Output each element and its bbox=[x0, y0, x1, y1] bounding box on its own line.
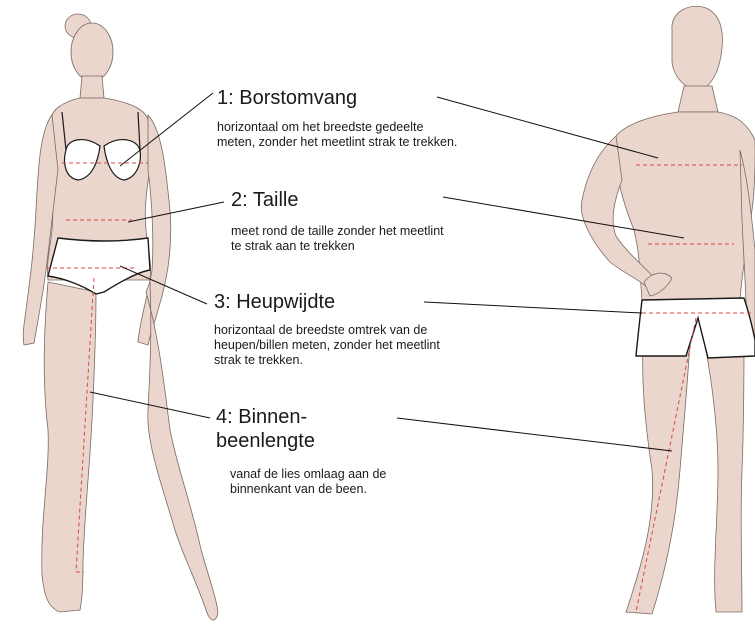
desc-heupwijdte-line1: horizontaal de breedste omtrek van de bbox=[214, 323, 440, 338]
desc-binnenbeenlengte-line1: vanaf de lies omlaag aan de bbox=[230, 467, 386, 482]
title-binnenbeenlengte-line1: 4: Binnen- bbox=[216, 405, 386, 429]
leader-hip-right bbox=[424, 302, 642, 313]
desc-binnenbeenlengte-line2: binnenkant van de been. bbox=[230, 482, 386, 497]
title-taille: 2: Taille bbox=[231, 188, 444, 212]
desc-heupwijdte-line2: heupen/billen meten, zonder het meetlint bbox=[214, 338, 440, 353]
shorts bbox=[636, 298, 755, 358]
label-taille: 2: Taille meet rond de taille zonder het… bbox=[231, 188, 444, 254]
label-binnenbeenlengte: 4: Binnen- beenlengte vanaf de lies omla… bbox=[216, 405, 386, 497]
female-figure bbox=[23, 14, 218, 620]
leader-inseam-right bbox=[397, 418, 672, 451]
label-heupwijdte: 3: Heupwijdte horizontaal de breedste om… bbox=[214, 290, 440, 368]
desc-borstomvang-line2: meten, zonder het meetlint strak te trek… bbox=[217, 135, 457, 150]
title-binnenbeenlengte-line2: beenlengte bbox=[216, 429, 386, 453]
title-heupwijdte: 3: Heupwijdte bbox=[214, 290, 440, 314]
desc-taille-line2: te strak aan te trekken bbox=[231, 239, 444, 254]
desc-borstomvang-line1: horizontaal om het breedste gedeelte bbox=[217, 120, 457, 135]
label-borstomvang: 1: Borstomvang horizontaal om het breeds… bbox=[217, 86, 457, 150]
title-borstomvang: 1: Borstomvang bbox=[217, 86, 457, 110]
leader-bust-right bbox=[437, 97, 658, 158]
desc-heupwijdte-line3: strak te trekken. bbox=[214, 353, 440, 368]
desc-taille-line1: meet rond de taille zonder het meetlint bbox=[231, 224, 444, 239]
